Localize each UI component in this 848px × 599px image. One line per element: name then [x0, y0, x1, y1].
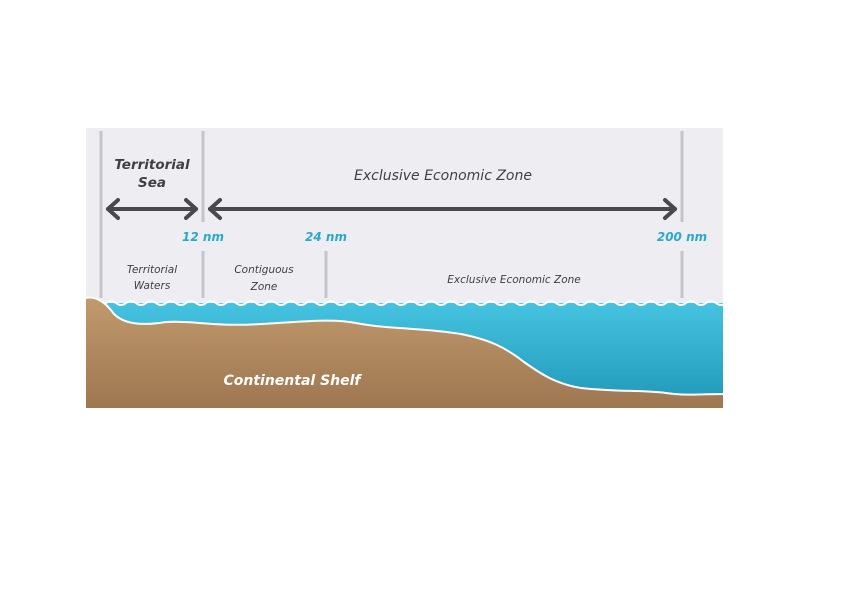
continental-shelf-label: Continental Shelf	[223, 373, 362, 389]
territorial-sea-label-line1: Territorial	[114, 157, 190, 173]
territorial-sea-label-line2: Sea	[138, 175, 166, 191]
eez-zone-label: Exclusive Economic Zone	[447, 274, 581, 286]
contiguous-zone-label-line1: Contiguous	[234, 264, 294, 276]
distance-12nm: 12 nm	[182, 230, 224, 244]
distance-200nm: 200 nm	[657, 230, 707, 244]
maritime-zones-diagram: Territorial Sea Exclusive Economic Zone …	[86, 128, 723, 408]
distance-24nm: 24 nm	[305, 230, 347, 244]
territorial-waters-label-line1: Territorial	[127, 264, 177, 276]
territorial-waters-label-line2: Waters	[134, 280, 171, 292]
eez-title-label: Exclusive Economic Zone	[354, 168, 532, 184]
contiguous-zone-label-line2: Zone	[250, 281, 278, 293]
